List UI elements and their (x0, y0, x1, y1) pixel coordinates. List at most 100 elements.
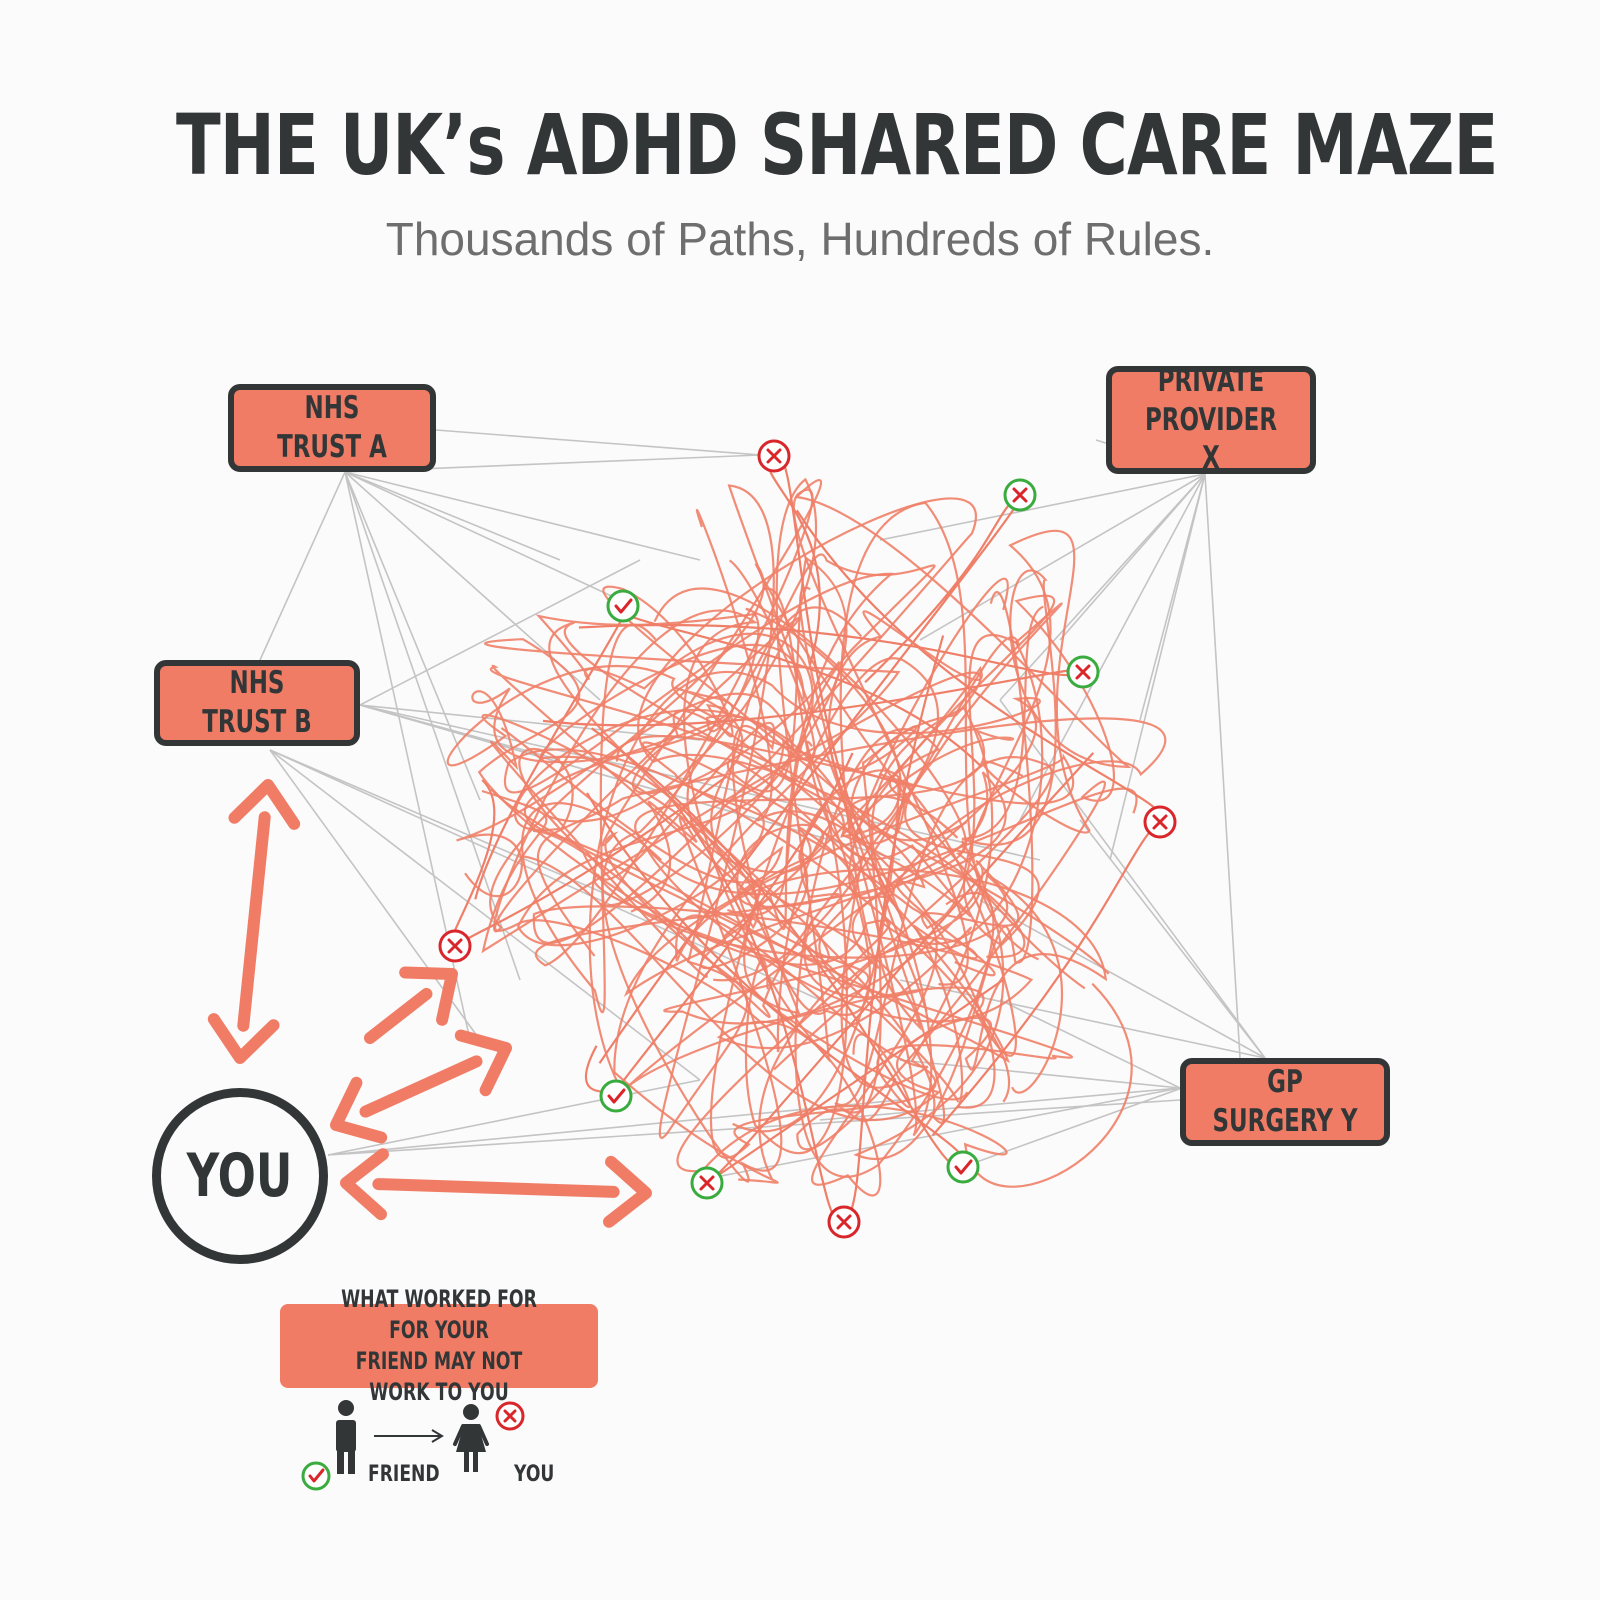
person-arm (477, 1424, 489, 1446)
marker-ring (606, 589, 640, 623)
node-you-label: YOU (187, 1141, 293, 1211)
friend-warning-text: WHAT WORKED FOR FOR YOUR FRIEND MAY NOT … (341, 1284, 537, 1407)
person-body (336, 1420, 356, 1452)
cross-icon (827, 1205, 861, 1239)
node-you[interactable]: YOU (152, 1088, 328, 1264)
legend-friend-label: FRIEND (368, 1462, 440, 1487)
double-arrow (364, 966, 458, 1044)
check-mark (308, 1468, 325, 1483)
person-leg (337, 1450, 344, 1474)
arrow-head (330, 1076, 388, 1144)
check-mark (614, 598, 633, 614)
cross-mark (766, 448, 782, 464)
node-nhs-trust-b[interactable]: NHS TRUST B (154, 660, 360, 746)
tangle-path (524, 585, 996, 999)
you-person-icon (453, 1404, 489, 1472)
connector-line (269, 749, 821, 1001)
tangle-path (493, 616, 995, 1178)
arrow-head (399, 966, 458, 1026)
cross-mark (447, 938, 463, 954)
tangle-path (520, 587, 1015, 1014)
tangle-path (489, 477, 1086, 1063)
person-arm (453, 1424, 465, 1446)
connector-line (327, 1099, 1181, 1156)
connector-line (999, 473, 1206, 701)
node-nhs-trust-a[interactable]: NHS TRUST A (228, 384, 436, 472)
you-arrows (207, 779, 652, 1228)
tangle-path (481, 671, 982, 954)
node-gp-surgery-y-label: GP SURGERY Y (1212, 1064, 1358, 1139)
double-arrow (340, 1148, 652, 1228)
cross-icon (1143, 805, 1177, 839)
person-head (463, 1404, 479, 1420)
connector-line (1204, 473, 1241, 1059)
cross-mark (1012, 487, 1028, 503)
connector-line (344, 471, 701, 561)
connector-line (344, 471, 481, 801)
connector-line (999, 699, 1266, 1059)
person-leg (464, 1452, 469, 1472)
connector-line (1109, 473, 1206, 861)
person-body (456, 1424, 486, 1452)
cross-icon (1003, 478, 1037, 512)
arrow-head (603, 1155, 652, 1228)
check-icon (606, 589, 640, 623)
arrow-head (340, 1148, 389, 1221)
legend-arrow-head (431, 1429, 444, 1443)
node-private-provider-x[interactable]: PRIVATE PROVIDER X (1106, 363, 1316, 476)
cross-icon (690, 1166, 724, 1200)
tangle-path (477, 638, 901, 1184)
cross-icon (757, 439, 791, 473)
legend-graphic (301, 1400, 525, 1491)
tangle-path (676, 725, 1133, 1188)
page-subtitle: Thousands of Paths, Hundreds of Rules. (385, 213, 1215, 265)
node-nhs-trust-a-label: NHS TRUST A (277, 390, 387, 465)
tangle-path (456, 692, 1063, 1094)
page-title: THE UK’s ADHD SHARED CARE MAZE (176, 96, 1498, 194)
check-icon (946, 1150, 980, 1184)
friend-person-icon (336, 1400, 356, 1474)
arrow-shaft (364, 987, 433, 1044)
check-mark (607, 1088, 626, 1104)
person-leg (473, 1452, 478, 1472)
check-icon (301, 1461, 331, 1491)
arrow-head (454, 1029, 512, 1097)
tangle-path (598, 493, 1024, 1064)
check-mark (954, 1159, 973, 1175)
connector-line (359, 704, 701, 741)
connector-line (699, 1087, 1181, 1181)
person-head (338, 1400, 354, 1416)
connector-line (919, 473, 1206, 641)
connector-line (259, 471, 346, 661)
tangle-path (601, 553, 936, 1183)
connector-line (879, 473, 1206, 541)
connector-line (344, 471, 561, 561)
node-private-provider-x-label: PRIVATE PROVIDER X (1144, 362, 1278, 477)
person-leg (348, 1450, 355, 1474)
check-icon (599, 1079, 633, 1113)
tangle-path (641, 577, 1009, 1197)
cross-mark (699, 1175, 715, 1191)
cross-mark (1152, 814, 1168, 830)
cross-mark (836, 1214, 852, 1230)
connector-line (819, 1087, 1181, 1121)
cross-mark (1075, 664, 1091, 680)
double-arrow (207, 779, 301, 1064)
connector-line (1079, 819, 1266, 1059)
connector-line (344, 471, 621, 601)
cross-mark (503, 1409, 517, 1423)
arrow-head (207, 1013, 280, 1064)
outcome-markers (438, 439, 1177, 1239)
double-arrow (330, 1029, 512, 1144)
marker-ring (599, 1079, 633, 1113)
node-gp-surgery-y[interactable]: GP SURGERY Y (1180, 1058, 1390, 1146)
node-nhs-trust-b-label: NHS TRUST B (202, 665, 312, 740)
arrow-shaft (359, 1055, 483, 1118)
cross-icon (438, 929, 472, 963)
tangle-path (882, 529, 1091, 947)
legend-you-label: YOU (514, 1462, 555, 1487)
marker-ring (301, 1461, 331, 1491)
connector-line (1019, 473, 1206, 821)
arrow-shaft (237, 811, 271, 1032)
